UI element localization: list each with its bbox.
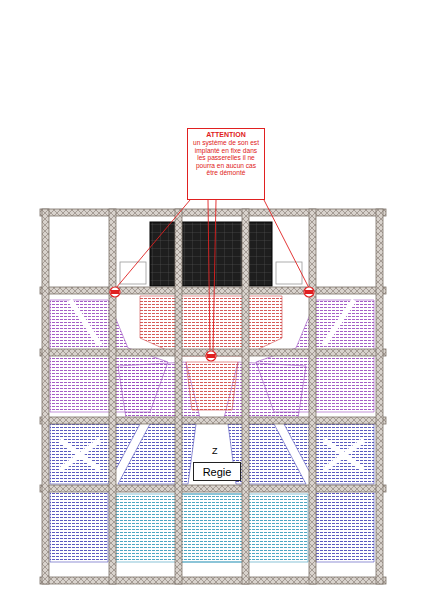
zone-letter: Z	[210, 447, 220, 457]
control-label: Regie	[203, 466, 232, 478]
control-box: Regie	[193, 462, 241, 481]
callout-note: un système de son est implanté en fixe d…	[191, 139, 261, 177]
warning-callout: ATTENTIONun système de son est implanté …	[187, 128, 265, 200]
callout-heading: ATTENTION	[191, 131, 261, 139]
